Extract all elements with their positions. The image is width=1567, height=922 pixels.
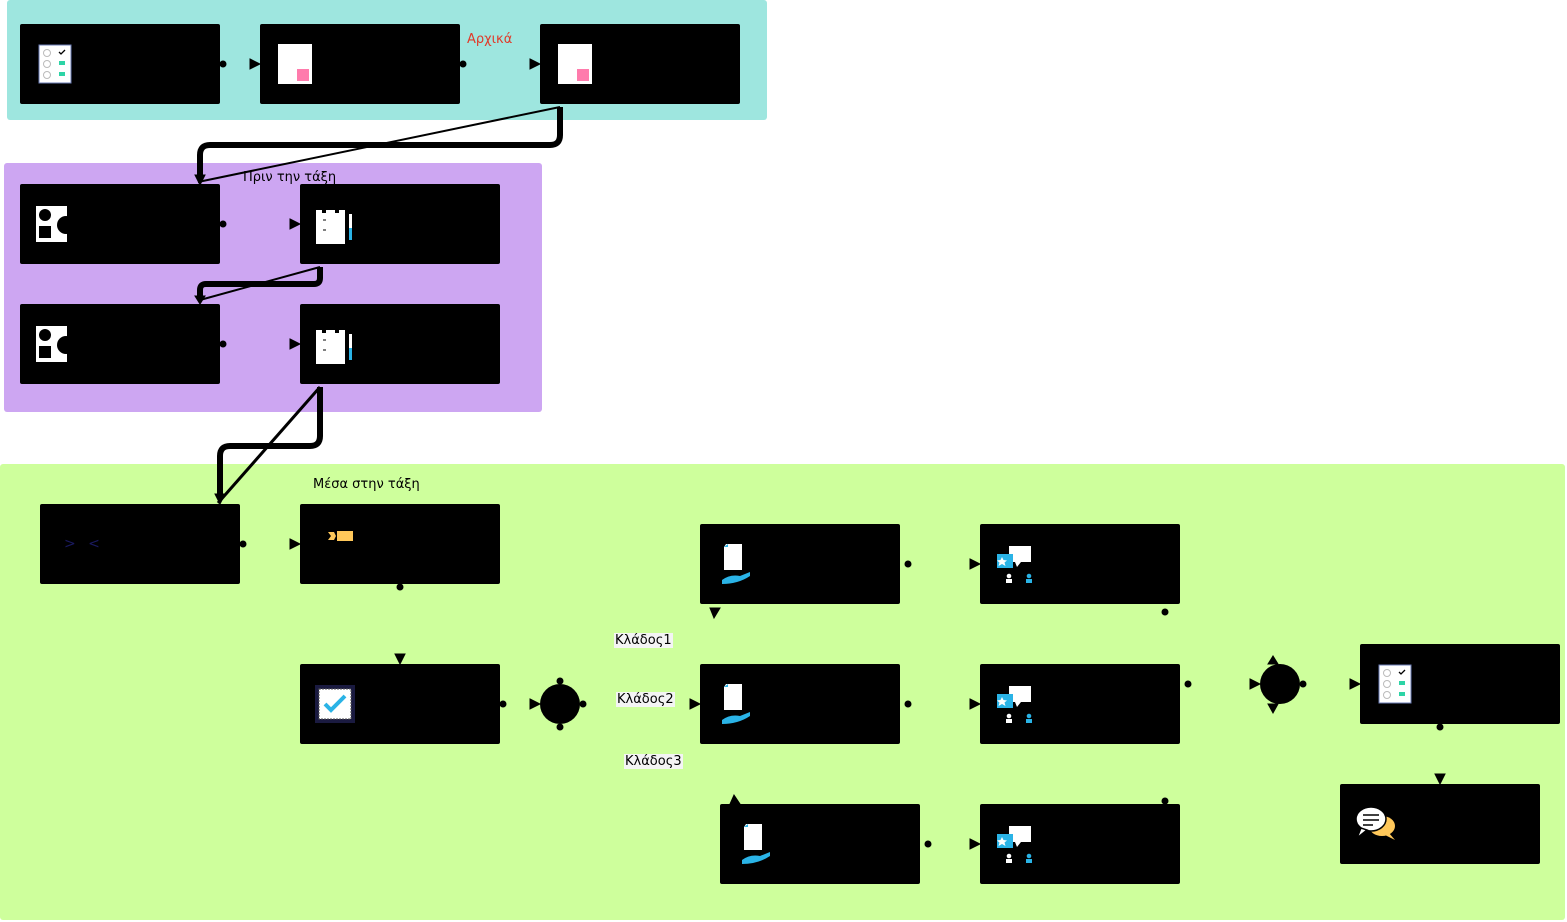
node-note-1[interactable] [260, 24, 460, 104]
checklist-icon [38, 44, 72, 84]
node-ticket[interactable] [300, 504, 500, 584]
branch-hub[interactable] [540, 684, 580, 724]
note-icon [558, 44, 592, 84]
merge-hub[interactable] [1260, 664, 1300, 704]
node-chat[interactable] [1340, 784, 1540, 864]
code-icon: > < [64, 536, 104, 552]
node-document-1[interactable] [700, 524, 905, 609]
checklist-icon [1378, 664, 1412, 704]
node-discussion-1[interactable] [980, 524, 1185, 609]
group-initial-label: Αρχικά [467, 32, 513, 47]
clipboard-pencil-icon [316, 208, 352, 244]
chat-bubbles-icon [1355, 806, 1395, 841]
document-hand-icon [742, 824, 770, 864]
note-icon [278, 44, 312, 84]
node-shapes-1[interactable] [20, 184, 220, 264]
node-document-3[interactable] [720, 804, 925, 889]
node-shapes-2[interactable] [20, 304, 220, 384]
node-checklist[interactable] [20, 24, 220, 104]
node-certificate[interactable] [300, 664, 500, 744]
shapes-icon [36, 326, 75, 362]
certificate-check-icon [315, 685, 355, 723]
node-clipboard-2[interactable] [300, 304, 500, 384]
ticket-icon [328, 531, 353, 541]
group-discussion-icon [997, 686, 1032, 723]
group-in-class-label: Μέσα στην τάξη [313, 477, 420, 492]
document-hand-icon [722, 684, 750, 724]
node-discussion-2[interactable] [980, 664, 1185, 749]
group-before-class-label: Πριν την τάξη [243, 170, 337, 185]
clipboard-pencil-icon [316, 328, 352, 364]
branch-label-2: Κλάδος2 [616, 692, 675, 707]
node-clipboard-1[interactable] [300, 184, 500, 264]
node-discussion-3[interactable] [980, 804, 1185, 889]
node-code[interactable]: > < [40, 504, 240, 584]
group-discussion-icon [997, 546, 1032, 583]
branch-label-1: Κλάδος1 [614, 633, 673, 648]
group-discussion-icon [997, 826, 1032, 863]
shapes-icon [36, 206, 75, 242]
node-note-2[interactable] [540, 24, 740, 104]
node-checklist-final[interactable] [1360, 644, 1560, 724]
node-document-2[interactable] [700, 664, 905, 749]
branch-label-3: Κλάδος3 [624, 754, 683, 769]
document-hand-icon [722, 544, 750, 584]
